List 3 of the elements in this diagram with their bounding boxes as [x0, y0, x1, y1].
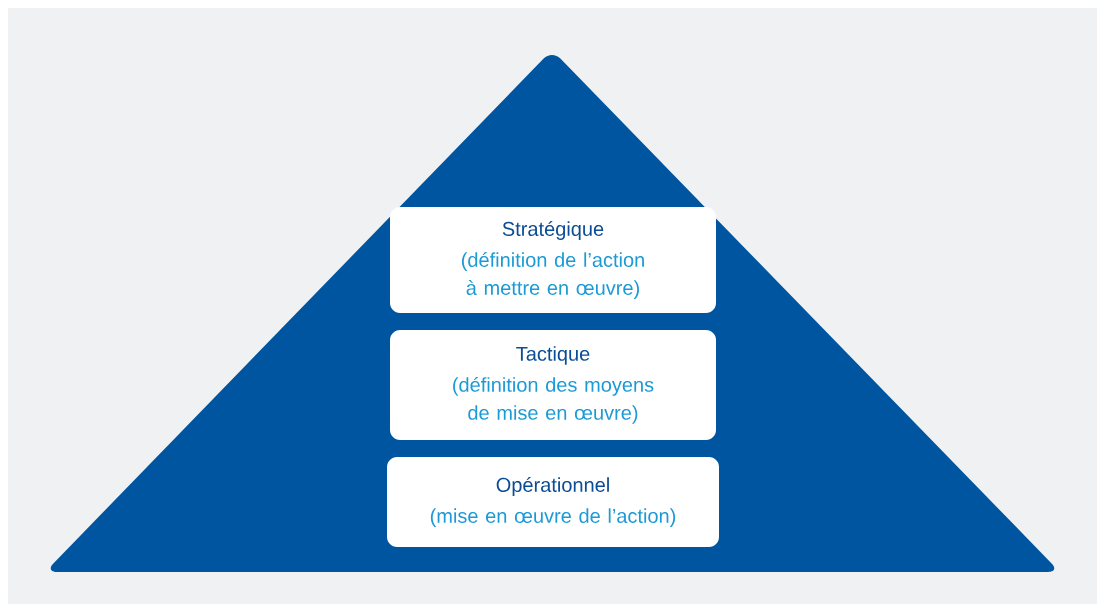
level-box: Tactique (définition des moyens de mise en œuvre) [390, 330, 716, 440]
level-box: Stratégique (définition de l’action à mettre en œuvre) [390, 207, 716, 313]
level-box: Opérationnel (mise en œuvre de l’action) [387, 457, 719, 547]
